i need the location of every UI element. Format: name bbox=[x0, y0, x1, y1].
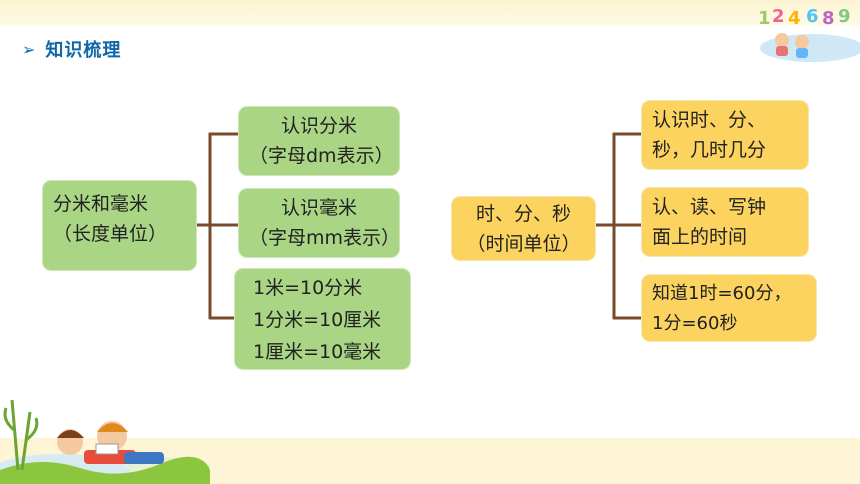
node-time-units: 时、分、秒 （时间单位） bbox=[451, 196, 596, 261]
node-length-conversions: 1米=10分米 1分米=10厘米 1厘米=10毫米 bbox=[234, 268, 411, 370]
node-length-units: 分米和毫米 （长度单位） bbox=[42, 180, 197, 271]
page-title: 知识梳理 bbox=[45, 40, 122, 61]
node-line: 分米和毫米 bbox=[53, 193, 149, 215]
node-line: 1米=10分米 bbox=[253, 277, 363, 299]
node-line: （长度单位） bbox=[53, 223, 168, 245]
svg-text:4: 4 bbox=[788, 8, 801, 29]
node-line: 认识分米 bbox=[280, 115, 357, 137]
arrow-icon: ➢ bbox=[22, 39, 36, 59]
top-band bbox=[0, 0, 860, 26]
svg-text:1: 1 bbox=[758, 8, 771, 29]
svg-text:6: 6 bbox=[806, 6, 819, 27]
node-line: （字母dm表示） bbox=[249, 145, 394, 167]
colorful-numbers-illustration: 1 2 4 6 8 9 bbox=[758, 6, 860, 62]
node-line: （时间单位） bbox=[466, 233, 581, 255]
svg-text:2: 2 bbox=[772, 6, 785, 27]
node-line: 1分米=10厘米 bbox=[253, 309, 382, 331]
node-time-conversions: 知道1时=60分， 1分=60秒 bbox=[641, 274, 817, 342]
kids-reading-illustration bbox=[0, 399, 210, 484]
node-line: （字母mm表示） bbox=[249, 227, 401, 249]
node-line: 时、分、秒 bbox=[475, 203, 571, 225]
node-millimeter: 认识毫米 （字母mm表示） bbox=[238, 188, 400, 258]
svg-text:8: 8 bbox=[822, 8, 835, 29]
node-line: 认识毫米 bbox=[280, 197, 357, 219]
node-clock-reading: 认、读、写钟 面上的时间 bbox=[641, 187, 809, 257]
node-line: 1分=60秒 bbox=[652, 313, 738, 334]
svg-text:9: 9 bbox=[838, 6, 851, 27]
node-line: 知道1时=60分， bbox=[652, 283, 792, 304]
node-decimeter: 认识分米 （字母dm表示） bbox=[238, 106, 400, 176]
section-header: ➢ 知识梳理 bbox=[22, 34, 121, 64]
node-line: 认识时、分、 bbox=[652, 109, 767, 131]
node-line: 1厘米=10毫米 bbox=[253, 341, 382, 363]
node-line: 认、读、写钟 bbox=[652, 196, 767, 218]
node-line: 面上的时间 bbox=[652, 226, 748, 248]
node-line: 秒，几时几分 bbox=[652, 139, 767, 161]
node-hours-minutes: 认识时、分、 秒，几时几分 bbox=[641, 100, 809, 170]
